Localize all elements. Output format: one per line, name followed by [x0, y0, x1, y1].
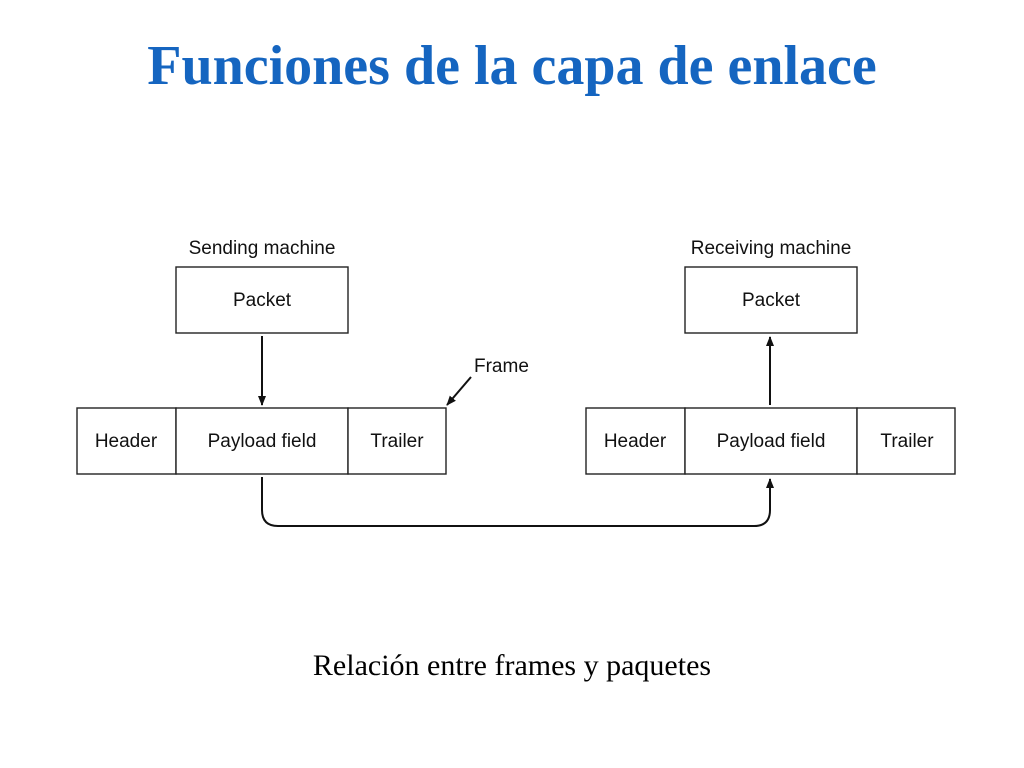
receiving-machine: Receiving machine Packet Header Payload … — [585, 238, 956, 475]
figure-caption: Relación entre frames y paquetes — [312, 649, 712, 682]
receiver-trailer-label: Trailer — [880, 431, 934, 452]
receiver-header-cell — [585, 407, 686, 475]
transmission-path-arrow — [261, 477, 774, 527]
receiver-packet-label: Packet — [742, 290, 801, 311]
sender-payload-cell — [175, 407, 349, 475]
frame-pointer-arrow — [446, 376, 472, 406]
slide-title: Funciones de la capa de enlace — [147, 35, 877, 97]
sender-packet-box: Packet — [175, 266, 349, 334]
receiver-frame: Header Payload field Trailer — [585, 407, 956, 475]
receiver-packet-box: Packet — [684, 266, 858, 334]
sender-packet-label: Packet — [233, 290, 292, 311]
sender-header-cell — [76, 407, 177, 475]
frame-label: Frame — [474, 356, 529, 377]
sender-payload-label: Payload field — [208, 431, 317, 452]
sender-trailer-label: Trailer — [370, 431, 424, 452]
sending-machine: Sending machine Packet Header Payload fi… — [76, 238, 447, 475]
sender-frame: Header Payload field Trailer — [76, 407, 447, 475]
sending-machine-label: Sending machine — [189, 238, 336, 259]
receiver-header-label: Header — [604, 431, 667, 452]
receiver-payload-cell — [684, 407, 858, 475]
sender-header-label: Header — [95, 431, 158, 452]
frame-annotation: Frame — [446, 356, 529, 406]
receiver-trailer-cell — [856, 407, 956, 475]
receiver-payload-label: Payload field — [717, 431, 826, 452]
receiving-machine-label: Receiving machine — [691, 238, 852, 259]
sender-trailer-cell — [347, 407, 447, 475]
